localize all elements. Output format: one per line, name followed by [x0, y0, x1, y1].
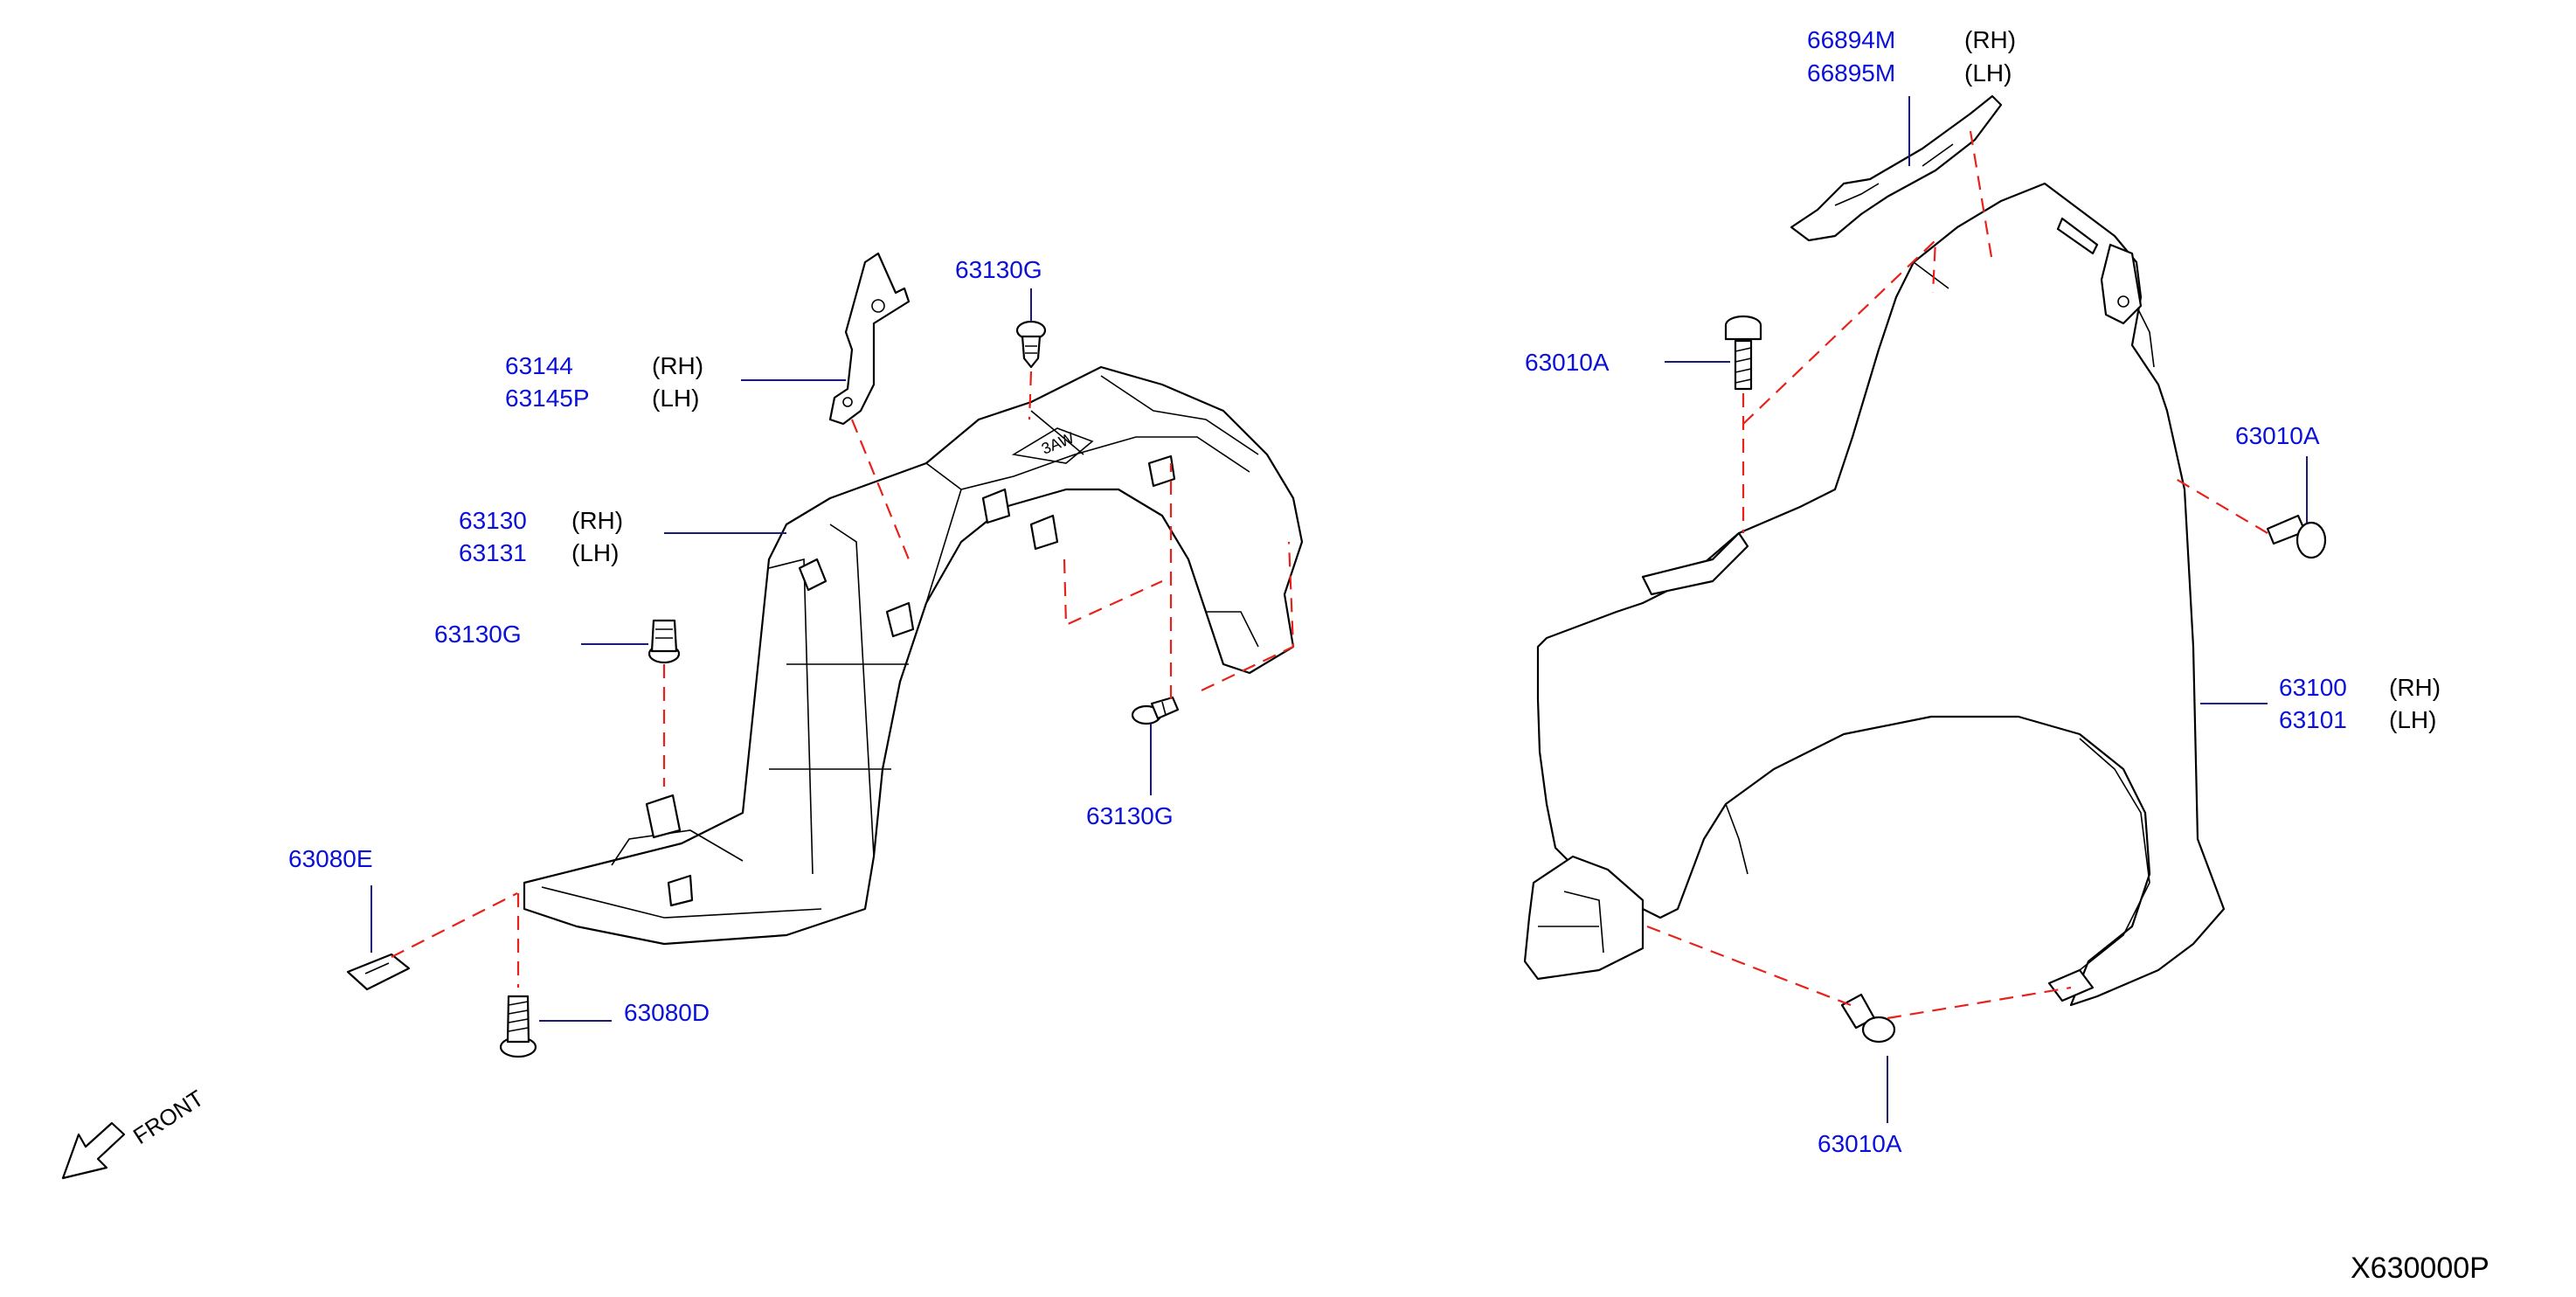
- bolt-63010a-right: [2266, 514, 2327, 559]
- callout-63100-side: (RH): [2389, 674, 2441, 701]
- bolt-63010a-top: [1724, 315, 1762, 391]
- callout-63010a-bottom: 63010A: [1818, 1130, 1902, 1157]
- callout-63131-side: (LH): [571, 539, 619, 566]
- callout-63130g-top: 63130G: [955, 256, 1042, 283]
- callout-63101-side: (LH): [2389, 706, 2436, 733]
- guide-lines: [391, 130, 2268, 1020]
- front-direction-indicator: FRONT: [61, 1085, 209, 1180]
- front-arrow-icon: [61, 1121, 126, 1180]
- callout-63080d: 63080D: [624, 999, 710, 1026]
- callout-63130g-right: 63130G: [1086, 802, 1174, 829]
- fender-seal: [1790, 94, 2003, 242]
- clip-63130g-top: [1015, 320, 1047, 369]
- bolt-63010a-bottom: [1840, 993, 1896, 1044]
- callout-63130g-left: 63130G: [434, 621, 522, 648]
- fender-liner: 3AW: [523, 365, 1304, 946]
- clip-63130g-right: [1131, 696, 1180, 725]
- clip-nut-63080e: [346, 953, 411, 991]
- callout-63100-part: 63100: [2279, 674, 2347, 701]
- callout-63145p-part: 63145P: [505, 385, 590, 412]
- leader-lines: [370, 96, 2308, 1123]
- callout-63144-side: (RH): [652, 352, 703, 379]
- diagram-reference: X630000P: [2351, 1252, 2489, 1285]
- callout-63144-part: 63144: [505, 352, 573, 379]
- callout-63010a-top: 63010A: [1525, 349, 1610, 376]
- callout-63130-side: (RH): [571, 507, 623, 534]
- callout-63145p-side: (LH): [652, 385, 699, 412]
- clip-63130g-left: [647, 619, 681, 664]
- screw-63080d: [499, 995, 537, 1058]
- callout-66895m-part: 66895M: [1807, 59, 1895, 87]
- callout-63130-part: 63130: [459, 507, 527, 534]
- front-label: FRONT: [128, 1085, 209, 1149]
- callout-66894m-side: (RH): [1964, 26, 2016, 53]
- front-fender: [1523, 182, 2226, 1007]
- callout-63131-part: 63131: [459, 539, 527, 566]
- callout-63010a-right: 63010A: [2235, 422, 2320, 449]
- callout-63080e: 63080E: [288, 845, 373, 872]
- liner-bracket: [828, 252, 911, 426]
- callout-63101-part: 63101: [2279, 706, 2347, 733]
- callout-66894m-part: 66894M: [1807, 26, 1895, 53]
- callout-66895m-side: (LH): [1964, 59, 2012, 87]
